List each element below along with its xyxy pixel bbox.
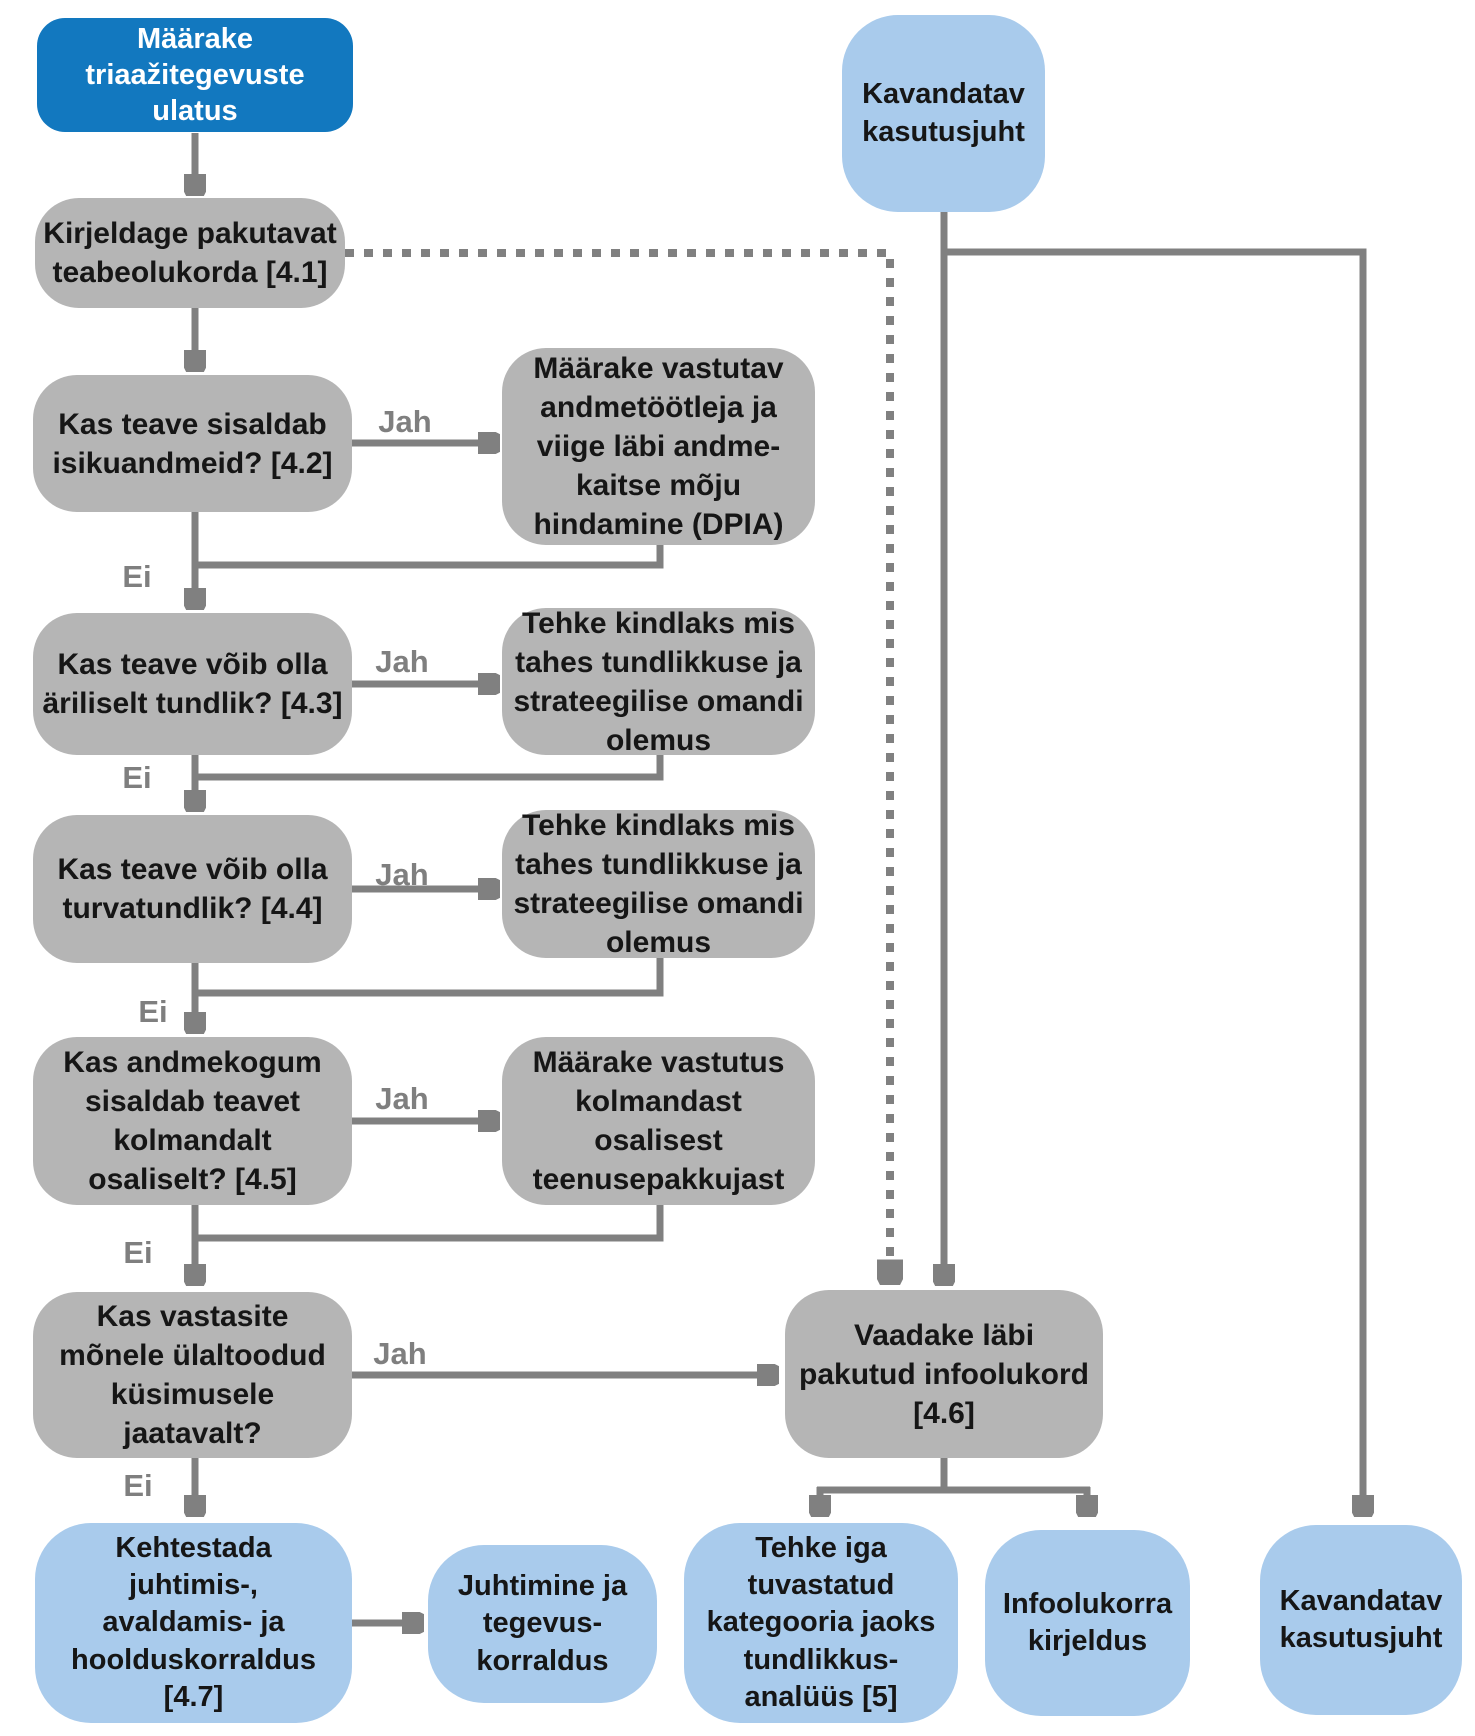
edge-return-sensitivity-2 bbox=[195, 958, 664, 997]
edge-label-ei-3: Ei bbox=[138, 994, 168, 1029]
edge-label-jah-5: Jah bbox=[373, 1336, 427, 1371]
flow-node-q-business-4-3: Kas teave võib olla äriliselt tundlik? [… bbox=[33, 613, 352, 755]
flow-node-q-security-4-4: Kas teave võib olla turvatundlik? [4.4] bbox=[33, 815, 352, 963]
edge-return-sensitivity-1 bbox=[195, 755, 664, 781]
flow-node-q-thirdparty-4-5: Kas andmekogum sisaldab teavet kolmandal… bbox=[33, 1037, 352, 1205]
flow-node-use-case-bottom: Kavandatav kasutusjuht bbox=[1260, 1525, 1462, 1715]
edge-label-ei-4: Ei bbox=[123, 1235, 153, 1270]
flow-node-info-situation-desc: Infoolukorra kirjeldus bbox=[985, 1530, 1190, 1716]
flow-node-scope: Määrake triaažitegevuste ulatus bbox=[37, 18, 353, 132]
edge-usecase-top-to-usecase-bottom-arrow bbox=[944, 248, 1363, 1497]
flow-node-governance-4-7: Kehtestada juhtimis-, avaldamis- ja hool… bbox=[35, 1523, 352, 1723]
flow-node-mgmt-ops: Juhtimine ja tegevus- korraldus bbox=[428, 1545, 657, 1703]
edge-label-ei-2: Ei bbox=[122, 760, 152, 795]
edge-label-ei-5: Ei bbox=[123, 1468, 153, 1503]
edge-return-dpia bbox=[195, 545, 664, 569]
flow-node-use-case-top: Kavandatav kasutusjuht bbox=[842, 15, 1045, 212]
flow-node-sensitivity-action-2: Tehke kindlaks mis tahes tundlikkuse ja … bbox=[502, 809, 815, 959]
edge-label-jah-1: Jah bbox=[378, 404, 432, 439]
edge-label-ei-1: Ei bbox=[122, 559, 152, 594]
flow-node-q-any-yes: Kas vastasite mõnele ülaltoodud küsimuse… bbox=[33, 1292, 352, 1458]
flow-node-sensitivity-analysis-5: Tehke iga tuvastatud kategooria jaoks tu… bbox=[684, 1523, 958, 1723]
flow-node-review-4-6: Vaadake läbi pakutud infoolukord [4.6] bbox=[785, 1290, 1103, 1458]
edge-label-jah-3: Jah bbox=[375, 857, 429, 892]
flow-node-q-personal-4-2: Kas teave sisaldab isikuandmeid? [4.2] bbox=[33, 375, 352, 512]
flow-node-dpia-action: Määrake vastutav andmetöötleja ja viige … bbox=[502, 348, 815, 545]
flow-node-describe-4-1: Kirjeldage pakutavat teabeolukorda [4.1] bbox=[35, 198, 345, 308]
edge-label-jah-4: Jah bbox=[375, 1081, 429, 1116]
edge-describe-to-review-dotted-arrow bbox=[345, 249, 890, 1262]
edge-label-jah-2: Jah bbox=[375, 644, 429, 679]
edge-return-thirdparty bbox=[195, 1205, 664, 1242]
flow-node-sensitivity-action-1: Tehke kindlaks mis tahes tundlikkuse ja … bbox=[502, 607, 815, 757]
flow-node-thirdparty-action: Määrake vastutus kolmandast osalisest te… bbox=[502, 1037, 815, 1205]
